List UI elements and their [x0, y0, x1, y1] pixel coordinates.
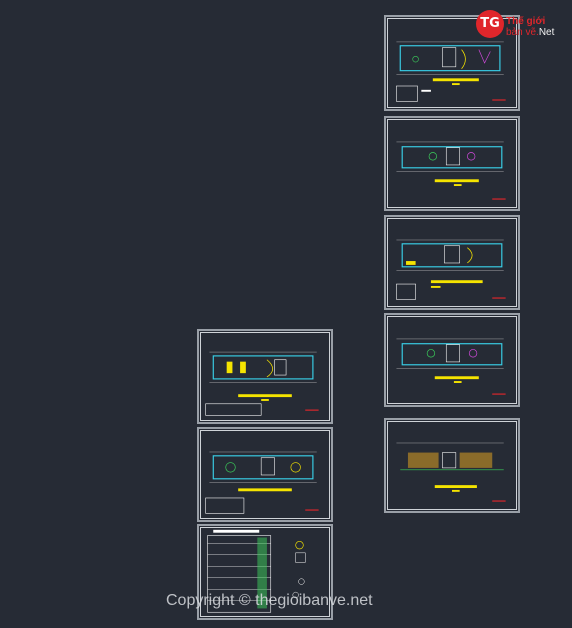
floor-plan-drawing — [396, 338, 506, 395]
logo-mark-icon: TG — [476, 10, 504, 38]
logo-text-line2-suffix: Net — [538, 27, 555, 38]
copyright-watermark: Copyright © thegioibanve.net — [166, 592, 373, 609]
floor-plan-drawing — [205, 451, 319, 514]
drawing-sheet-4[interactable] — [384, 313, 520, 407]
drawing-sheet-5[interactable] — [384, 418, 520, 513]
logo-text-line2-main: bản vẽ. — [506, 27, 539, 38]
floor-plan-drawing — [396, 141, 506, 200]
drawing-sheet-7[interactable] — [197, 427, 333, 522]
site-logo: TG Thế giới bản vẽ.Net — [476, 10, 568, 44]
drawing-sheet-8[interactable] — [197, 524, 333, 620]
legend-table-drawing — [207, 529, 306, 613]
floor-plan-drawing — [205, 351, 319, 416]
floor-plan-drawing — [396, 41, 506, 102]
drawing-sheet-6[interactable] — [197, 329, 333, 424]
elevation-drawing — [396, 442, 506, 502]
floor-plan-drawing — [396, 239, 506, 300]
drawing-sheet-3[interactable] — [384, 215, 520, 310]
logo-text-line1: Thế giới — [506, 16, 546, 27]
drawing-sheet-2[interactable] — [384, 116, 520, 211]
logo-text-line2: bản vẽ.Net — [506, 27, 554, 38]
